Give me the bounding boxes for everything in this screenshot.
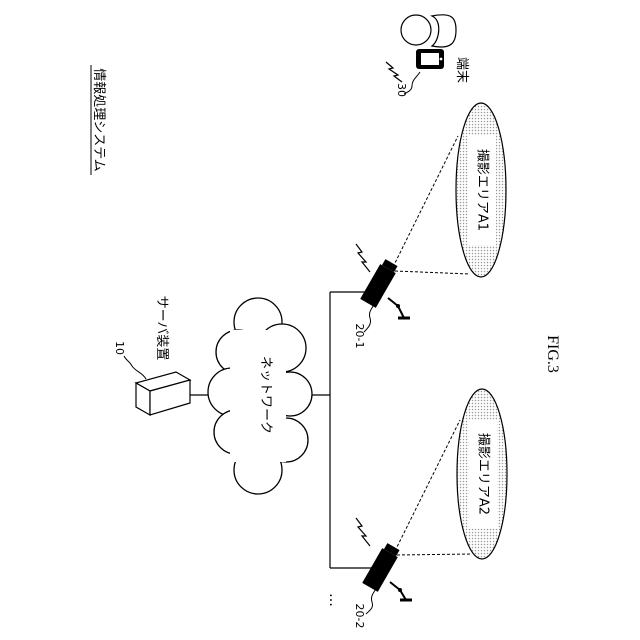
camera-1-fov-line-top bbox=[393, 136, 458, 267]
terminal-user bbox=[401, 15, 456, 47]
server-ref: 10 bbox=[113, 341, 126, 355]
server-device bbox=[136, 372, 190, 415]
camera-2-fov-line-top bbox=[395, 420, 460, 551]
camera-1-wireless-icon bbox=[356, 244, 370, 272]
camera-2-wireless-icon bbox=[356, 518, 370, 546]
user-head-icon bbox=[401, 15, 431, 45]
camera-2-ref: 20-2 bbox=[353, 604, 366, 629]
terminal-label: 端末 bbox=[454, 57, 469, 83]
system-title: 情報処理システム bbox=[91, 65, 106, 175]
camera-2-arm bbox=[390, 582, 406, 600]
terminal-button bbox=[440, 58, 443, 61]
server-label: サーバ装置 bbox=[154, 296, 169, 361]
camera-2-fov-line-bottom bbox=[397, 554, 472, 555]
terminal-wireless-icon bbox=[386, 62, 402, 82]
user-body-icon bbox=[432, 15, 456, 47]
network-label: ネットワーク bbox=[258, 356, 273, 434]
camera-1: 20-1 bbox=[353, 136, 470, 348]
server-leader-line bbox=[124, 356, 146, 379]
camera-2-joint bbox=[398, 588, 402, 592]
network-cloud-body bbox=[230, 330, 286, 462]
capture-area-a1: 撮影エリアA1 bbox=[456, 103, 506, 277]
camera-1-fov-line-bottom bbox=[395, 271, 470, 274]
figure-label: FIG.3 bbox=[544, 335, 561, 373]
capture-area-a2-label: 撮影エリアA2 bbox=[476, 433, 492, 515]
camera-1-arm bbox=[388, 298, 404, 318]
more-cameras-ellipsis: … bbox=[326, 593, 342, 607]
camera-1-joint bbox=[396, 304, 400, 308]
terminal-ref: 30 bbox=[395, 83, 408, 97]
system-title-text: 情報処理システム bbox=[91, 68, 106, 172]
terminal-device bbox=[416, 49, 444, 69]
capture-area-a1-label: 撮影エリアA1 bbox=[475, 149, 491, 231]
camera-2: 20-2 bbox=[353, 420, 472, 628]
terminal-screen bbox=[421, 53, 439, 65]
capture-area-a2: 撮影エリアA2 bbox=[457, 389, 507, 559]
camera-1-ref: 20-1 bbox=[353, 324, 366, 349]
